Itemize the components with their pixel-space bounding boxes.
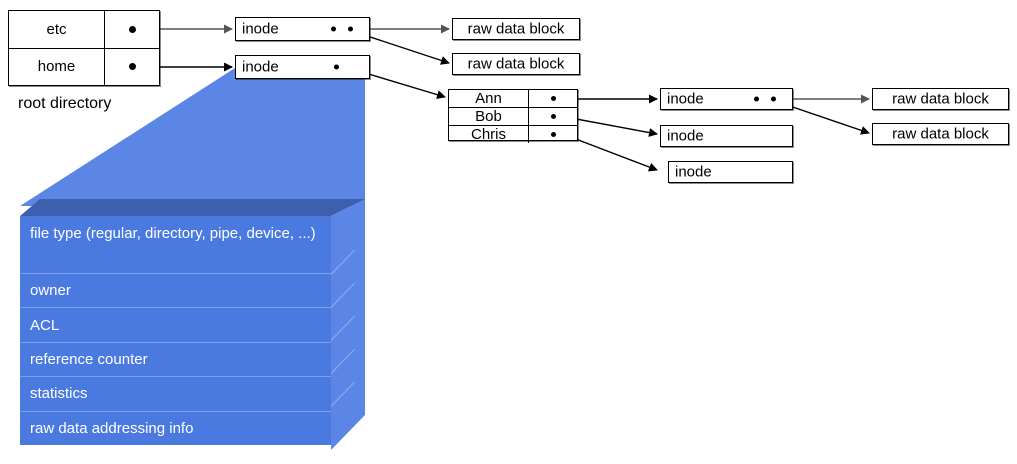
- inode-field-raw-data-addressing: raw data addressing info: [20, 411, 331, 446]
- pointer-dot-icon: [331, 26, 336, 32]
- table-row[interactable]: Bob: [449, 108, 577, 126]
- inode-label: inode: [667, 90, 704, 108]
- inode-field-file-type: file type (regular, directory, pipe, dev…: [20, 216, 331, 274]
- table-row[interactable]: etc: [9, 11, 159, 49]
- inode-field-list: file type (regular, directory, pipe, dev…: [20, 216, 331, 446]
- inode-box-home[interactable]: inode: [235, 55, 370, 79]
- inode-home-pointers[interactable]: [334, 64, 339, 70]
- home-entry-pointer-ann[interactable]: [529, 90, 577, 107]
- pointer-dot-icon: [334, 64, 339, 70]
- raw-data-block-label: raw data block: [892, 125, 989, 143]
- pointer-dot-icon: [550, 132, 556, 137]
- inode-box-etc[interactable]: inode: [235, 17, 370, 41]
- inode-label: inode: [242, 58, 279, 76]
- home-directory-table[interactable]: Ann Bob Chris: [448, 89, 578, 143]
- pointer-dot-icon: [771, 96, 776, 102]
- panel-side-face: [331, 199, 365, 450]
- inode-label: inode: [667, 127, 704, 145]
- inode-box-bob[interactable]: inode: [660, 125, 793, 147]
- raw-data-block-label: raw data block: [467, 20, 565, 38]
- home-entry-name-bob: Bob: [449, 108, 529, 125]
- raw-data-block-ann-2[interactable]: raw data block: [872, 123, 1009, 145]
- raw-data-block-label: raw data block: [892, 90, 989, 108]
- root-entry-pointer-home[interactable]: [105, 49, 159, 86]
- raw-data-block-etc-1[interactable]: raw data block: [452, 18, 580, 40]
- raw-data-block-label: raw data block: [467, 55, 565, 73]
- pointer-dot-icon: [550, 96, 556, 101]
- table-row[interactable]: Ann: [449, 90, 577, 108]
- table-row[interactable]: home: [9, 48, 159, 86]
- root-directory-table[interactable]: etc home: [8, 10, 160, 86]
- inode-ann-pointers[interactable]: [754, 96, 776, 102]
- pointer-dot-icon: [348, 26, 353, 32]
- root-entry-name-home: home: [9, 48, 105, 85]
- inode-etc-pointers[interactable]: [331, 26, 353, 32]
- home-entry-name-ann: Ann: [449, 90, 529, 107]
- raw-data-block-etc-2[interactable]: raw data block: [452, 53, 580, 75]
- home-entry-pointer-bob[interactable]: [529, 108, 577, 125]
- pointer-dot-icon: [550, 114, 556, 119]
- inode-field-statistics: statistics: [20, 377, 331, 412]
- inode-box-chris[interactable]: inode: [668, 161, 793, 183]
- pointer-dot-icon: [128, 63, 136, 71]
- inode-label: inode: [242, 20, 279, 38]
- inode-field-acl: ACL: [20, 308, 331, 343]
- inode-label: inode: [675, 163, 712, 181]
- root-entry-name-etc: etc: [9, 11, 105, 48]
- table-row[interactable]: Chris: [449, 126, 577, 143]
- inode-box-ann[interactable]: inode: [660, 88, 793, 110]
- raw-data-block-ann-1[interactable]: raw data block: [872, 88, 1009, 110]
- inode-field-reference-counter: reference counter: [20, 342, 331, 378]
- root-entry-pointer-etc[interactable]: [105, 11, 159, 48]
- home-entry-name-chris: Chris: [449, 126, 529, 143]
- home-entry-pointer-chris[interactable]: [529, 126, 577, 143]
- pointer-dot-icon: [128, 25, 136, 33]
- root-directory-label: root directory: [18, 95, 112, 112]
- inode-field-owner: owner: [20, 274, 331, 309]
- inode-detail-panel: file type (regular, directory, pipe, dev…: [20, 199, 365, 450]
- pointer-dot-icon: [754, 96, 759, 102]
- panel-top-face: [20, 199, 365, 216]
